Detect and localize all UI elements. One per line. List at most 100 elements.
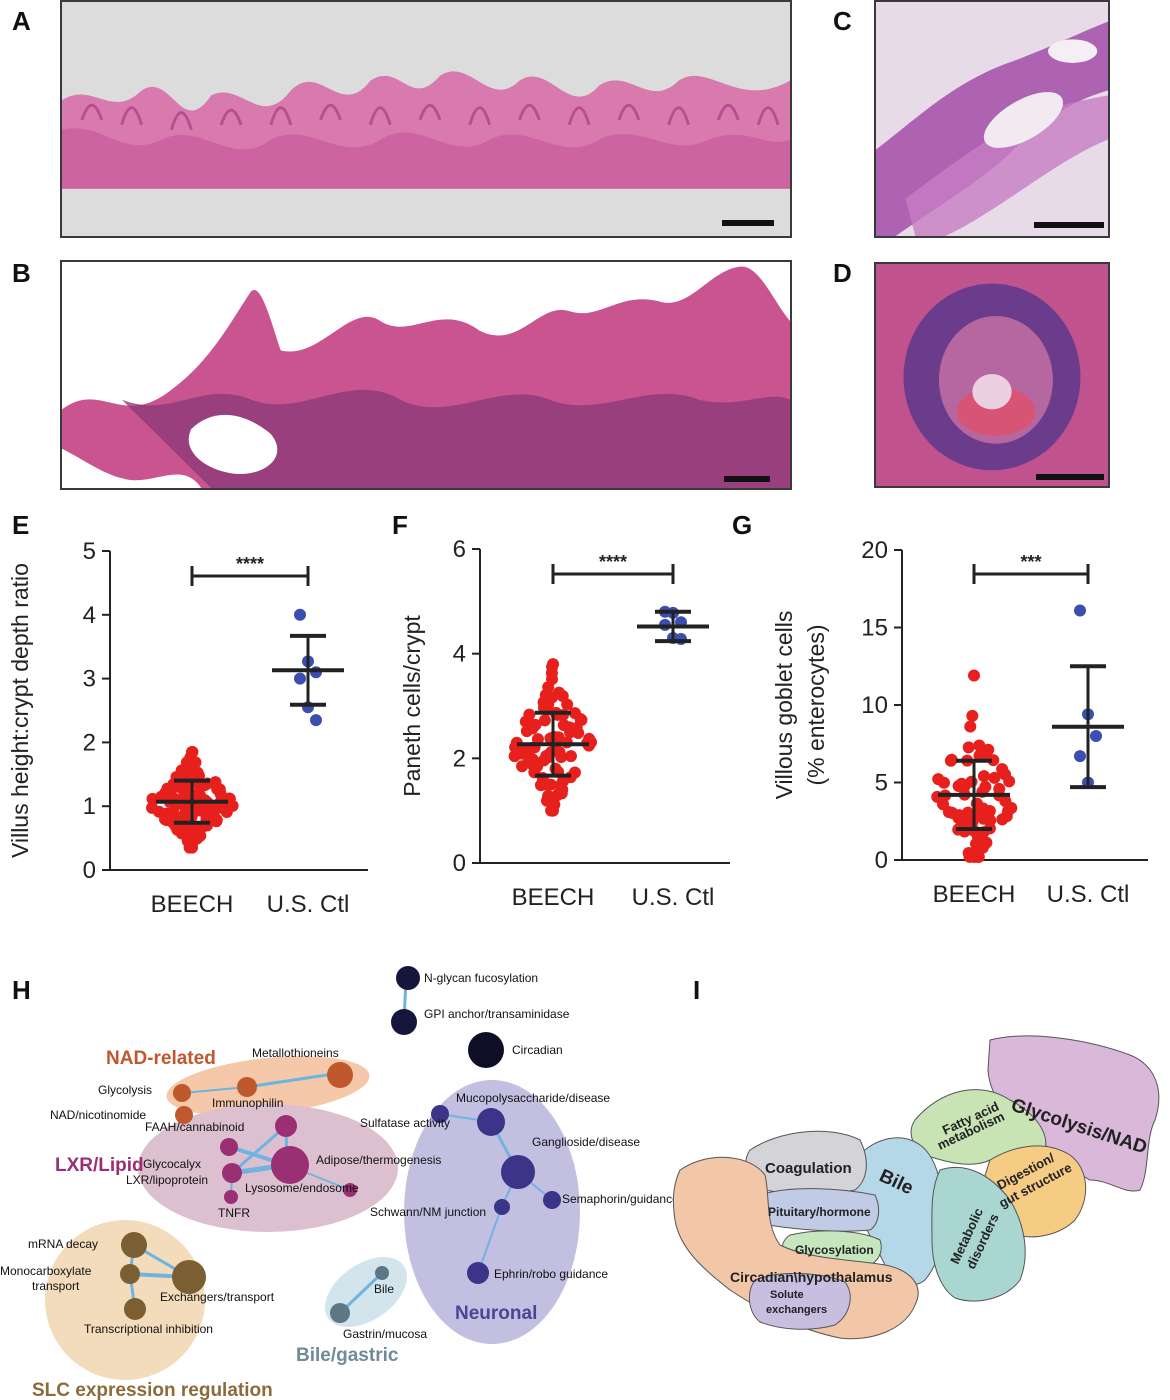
data-point <box>1074 750 1086 763</box>
data-point <box>553 746 566 759</box>
panel-label-e: E <box>12 510 30 540</box>
node-label: GPI anchor/transaminidase <box>424 1007 570 1021</box>
data-point <box>186 745 198 758</box>
node-label: Mucopolysaccharide/disease <box>456 1091 610 1105</box>
panel-label-c: C <box>833 6 852 36</box>
node-label: Exchangers/transport <box>160 1290 275 1304</box>
data-point <box>1003 775 1016 788</box>
data-point <box>980 836 993 849</box>
y-axis-label: Villus height:crypt depth ratio <box>7 563 33 858</box>
region-circadian <box>672 1156 919 1340</box>
node-lysosome <box>222 1163 242 1183</box>
node-gastrin <box>330 1303 350 1323</box>
data-point <box>937 776 950 789</box>
data-point <box>146 801 159 814</box>
group-label-neuronal: Neuronal <box>455 1303 537 1324</box>
node-mrna-decay <box>121 1232 147 1258</box>
node-n-glycan <box>396 966 420 990</box>
panel-label-d: D <box>833 258 852 288</box>
data-point <box>1090 730 1102 742</box>
region-solute <box>748 1273 851 1330</box>
network-nodes <box>120 966 561 1323</box>
node-sulfatase <box>431 1105 449 1123</box>
node-schwann <box>494 1199 510 1215</box>
y-tick-label: 3 <box>83 666 96 693</box>
data-point <box>213 783 226 796</box>
data-point <box>973 739 986 752</box>
y-tick-label: 2 <box>453 745 466 772</box>
y-tick-label: 10 <box>861 692 888 719</box>
node-label: FAAH/cannabinoid <box>145 1120 244 1134</box>
data-point <box>1002 804 1015 817</box>
node-mucopolysaccharide <box>477 1108 505 1136</box>
data-point <box>993 782 1006 795</box>
data-point <box>294 608 306 621</box>
panel-label-h: H <box>12 975 31 1005</box>
x-category-label: U.S. Ctl <box>267 891 350 918</box>
data-point <box>937 798 950 811</box>
panel-label-b: B <box>12 258 31 288</box>
node-circadian <box>468 1032 504 1068</box>
node-label: Glycocalyx <box>143 1157 201 1171</box>
node-label: Monocarboxylate <box>0 1264 92 1278</box>
y-tick-label: 20 <box>861 537 888 564</box>
y-tick-label: 6 <box>453 536 466 563</box>
node-label: Immunophilin <box>212 1096 283 1110</box>
node-lxr-small <box>343 1183 357 1197</box>
node-label: LXR/lipoprotein <box>126 1173 208 1187</box>
panel-label-i: I <box>693 975 701 1005</box>
data-point <box>516 760 529 773</box>
data-point <box>220 806 233 819</box>
group-label-slc: SLC expression regulation <box>32 1380 273 1400</box>
micrograph-a <box>60 0 792 238</box>
panel-label-f: F <box>392 510 408 540</box>
group-label-lxr: LXR/Lipid <box>55 1155 144 1176</box>
scale-bar-c <box>1034 222 1104 228</box>
group-label-bile-gastric: Bile/gastric <box>296 1345 399 1366</box>
y-tick-label: 5 <box>83 538 96 565</box>
scale-bar-a <box>722 220 774 226</box>
data-point <box>966 709 979 722</box>
significance-stars: *** <box>1020 552 1041 572</box>
node-label: NAD/nicotinomide <box>50 1108 146 1122</box>
data-point <box>944 754 957 767</box>
node-glycolysis <box>173 1084 191 1102</box>
node-label: mRNA decay <box>28 1237 98 1251</box>
y-axis-label: Paneth cells/crypt <box>399 615 425 797</box>
y-tick-label: 4 <box>83 602 96 629</box>
node-label: Schwann/NM junction <box>370 1205 486 1219</box>
node-label: Circadian <box>512 1043 563 1057</box>
node-label: Lysosome/endosome <box>245 1181 359 1195</box>
blob-slc <box>45 1220 205 1380</box>
data-point <box>977 770 990 783</box>
node-bile <box>375 1266 389 1280</box>
scale-bar-b <box>724 476 770 482</box>
data-point <box>575 714 588 727</box>
y-tick-label: 4 <box>453 641 466 668</box>
significance-stars: **** <box>236 554 264 574</box>
data-point <box>186 825 199 838</box>
data-point <box>988 771 1001 784</box>
node-label: Metallothioneins <box>252 1046 339 1060</box>
node-gpi-anchor <box>391 1009 417 1035</box>
y-tick-label: 2 <box>83 729 96 756</box>
data-point <box>556 783 569 796</box>
data-point <box>310 714 322 727</box>
data-point <box>964 720 977 733</box>
node-label: Transcriptional inhibition <box>84 1322 213 1336</box>
data-point <box>538 714 551 727</box>
map-panel-i: Glycolysis/NAD Fatty acid metabolism Bil… <box>672 1035 1160 1340</box>
data-point <box>968 669 980 682</box>
node-ephrin <box>467 1262 489 1284</box>
node-ganglioside <box>501 1155 535 1189</box>
data-point <box>188 788 201 801</box>
node-transcriptional-inhibition <box>124 1298 146 1320</box>
node-adipose <box>271 1146 309 1184</box>
x-category-label: BEECH <box>512 884 595 911</box>
region-label: Solute <box>770 1289 804 1301</box>
micrograph-b <box>60 260 792 490</box>
region-label: Glycosylation <box>795 1243 874 1257</box>
data-point <box>962 741 975 754</box>
data-point <box>1074 604 1086 617</box>
